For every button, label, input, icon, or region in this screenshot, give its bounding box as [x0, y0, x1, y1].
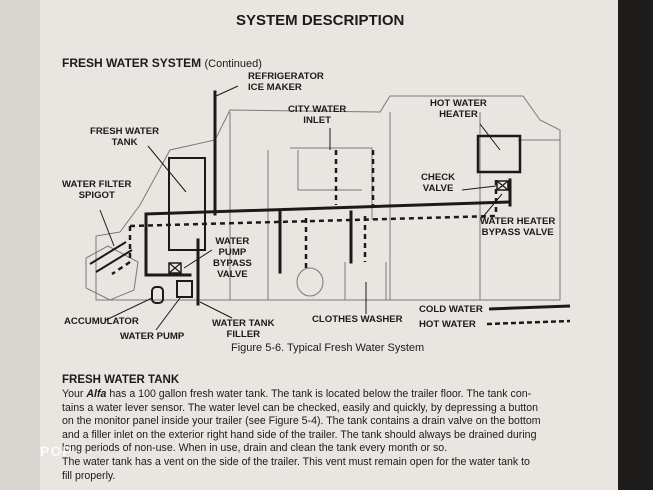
body-heading: FRESH WATER TANK [62, 374, 180, 386]
paragraph-line: tains a water lever sensor. The water le… [62, 401, 539, 414]
label-fresh-water-tank: FRESH WATER TANK [90, 126, 160, 148]
label-accumulator: ACCUMULATOR [64, 316, 139, 327]
paragraph-line: and a filler inlet on the exterior right… [62, 428, 537, 441]
label-hot-water-heater: HOT WATER HEATER [430, 98, 487, 120]
shower-outline [267, 147, 373, 300]
water-heater-shape [476, 134, 522, 174]
water-pump-shape [176, 280, 193, 298]
page-title: SYSTEM DESCRIPTION [236, 12, 405, 29]
accumulator-shape [151, 286, 164, 304]
paragraph-line: on the monitor panel inside your trailer… [62, 415, 541, 427]
sink-counter [85, 245, 139, 301]
label-city-water-inlet: CITY WATER INLET [288, 104, 347, 126]
section-title: FRESH WATER SYSTEM (Continued) [62, 56, 262, 70]
shower-pan [297, 150, 362, 191]
cold-line-main [144, 200, 512, 216]
legend-hot-water: HOT WATER [419, 319, 476, 330]
toilet-outline [296, 267, 324, 297]
paragraph-line: The water tank has a vent on the side of… [62, 456, 530, 468]
hot-line-main [129, 214, 497, 228]
figure-caption: Figure 5-6. Typical Fresh Water System [231, 342, 425, 354]
legend-cold-line [488, 304, 571, 311]
label-clothes-washer: CLOTHES WASHER [312, 314, 403, 325]
leader-pump-bypass [183, 249, 213, 269]
leader-filter [99, 209, 115, 247]
label-water-pump-bypass-valve: WATER PUMP BYPASS VALVE [213, 236, 252, 280]
label-check-valve: CHECK VALVE [421, 172, 456, 194]
check-valve-symbol [496, 180, 509, 191]
label-refrigerator-ice-maker: REFRIGERATOR ICE MAKER [248, 71, 324, 93]
page-edge-right [618, 0, 653, 490]
hot-line-sink [111, 226, 132, 276]
cold-line-left [144, 212, 170, 277]
legend-hot-line [486, 319, 571, 326]
paragraph-line: long periods of non-use. When in use, dr… [62, 442, 448, 454]
leader-check-valve [461, 185, 497, 191]
section-name: FRESH WATER SYSTEM [62, 56, 202, 70]
leader-refrigerator [215, 85, 239, 97]
leader-tank [147, 145, 187, 193]
section-note: (Continued) [204, 58, 262, 70]
leader-bypass-valve [481, 193, 503, 219]
pump-bypass-valve-symbol [168, 262, 182, 274]
leader-filler [199, 301, 233, 319]
fresh-water-tank-shape [168, 157, 206, 251]
paragraph-tank-description: Your Alfa has a 100 gallon fresh water t… [62, 388, 541, 456]
paragraph-line: Your Alfa has a 100 gallon fresh water t… [62, 388, 532, 400]
legend-cold-water: COLD WATER [419, 304, 483, 315]
leader-heater [479, 123, 501, 151]
manual-page [40, 0, 618, 490]
leader-accumulator [105, 297, 153, 321]
trailer-outline [95, 95, 561, 301]
label-water-filter-spigot: WATER FILTER SPIGOT [62, 179, 132, 201]
page-edge-left [0, 0, 40, 490]
label-water-tank-filler: WATER TANK FILLER [212, 318, 275, 340]
paragraph-line: fill properly. [62, 469, 116, 482]
filter-spigot-shape [89, 241, 133, 273]
watermark-logo: POP [40, 443, 73, 459]
label-water-pump: WATER PUMP [120, 331, 185, 342]
leader-pump [155, 297, 181, 331]
label-water-heater-bypass-valve: WATER HEATER BYPASS VALVE [480, 216, 556, 238]
paragraph-tank-vent: The water tank has a vent on the side of… [62, 456, 530, 483]
